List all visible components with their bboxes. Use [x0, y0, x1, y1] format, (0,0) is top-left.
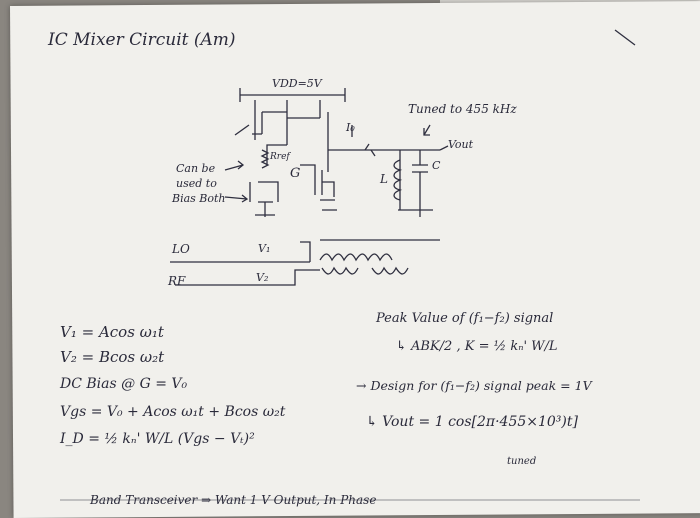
g-label: G: [290, 166, 301, 181]
tuned-note: tuned: [507, 456, 537, 467]
vout-equation: ↳ Vout = 1 cos[2π·455×10³)t]: [366, 414, 578, 430]
note-line-2: used to: [176, 177, 217, 190]
l-label: L: [380, 172, 388, 186]
rf-label: RF: [168, 274, 186, 288]
equation-vgs: Vgs = V₀ + Acos ω₁t + Bcos ω₂t: [60, 404, 286, 420]
note-line-1: Can be: [176, 162, 216, 175]
rref-label: Rref: [270, 152, 290, 162]
lo-label: LO: [172, 242, 190, 256]
c-label: C: [432, 159, 441, 172]
tuned-label: Tuned to 455 kHz: [408, 102, 517, 116]
design-note: → Design for (f₁−f₂) signal peak = 1V: [356, 378, 592, 393]
equation-dc-bias: DC Bias @ G = V₀: [60, 376, 188, 392]
vout-label: Vout: [448, 138, 474, 151]
vdd-label: VDD=5V: [272, 77, 322, 90]
peak-formula: ↳ ABK/2 , K = ½ kₙ' W/L: [396, 339, 558, 354]
equation-v1: V₁ = Acos ω₁t: [60, 323, 164, 341]
footer-note: Band Transceiver ⇒ Want 1 V Output, In P…: [90, 493, 377, 507]
v2-label: V₂: [256, 271, 269, 284]
equation-id: I_D = ½ kₙ' W/L (Vgs − Vₜ)²: [60, 431, 255, 447]
page-title: IC Mixer Circuit (Am): [48, 30, 236, 50]
v1-label: V₁: [258, 242, 271, 255]
peak-value-note: Peak Value of (f₁−f₂) signal: [376, 311, 554, 326]
equation-v2: V₂ = Bcos ω₂t: [60, 348, 165, 366]
io-label: I₀: [346, 121, 355, 134]
note-line-3: Bias Both: [172, 192, 226, 205]
